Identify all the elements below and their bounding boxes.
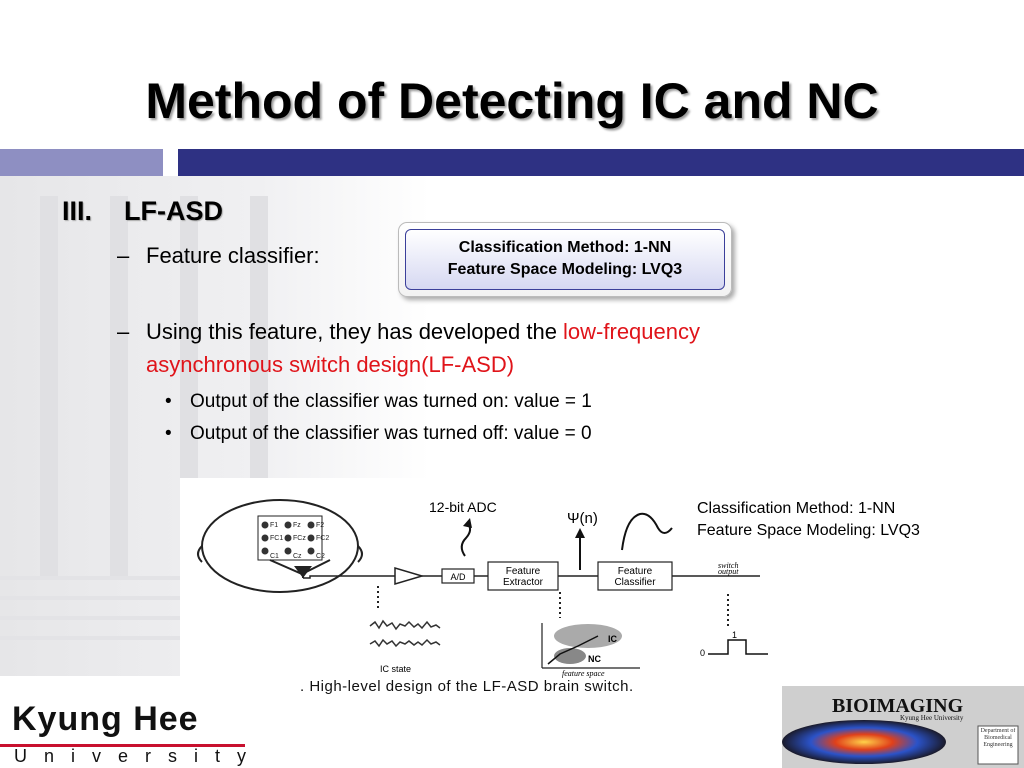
classification-annotation: Classification Method: 1-NN Feature Spac… <box>697 498 920 542</box>
electrode-dot <box>261 547 269 555</box>
switch-pulse <box>708 639 768 655</box>
bioimaging-disc <box>782 720 946 764</box>
feature-classifier-block <box>597 561 673 591</box>
slide-title: Method of Detecting IC and NC <box>145 73 879 129</box>
electrode-grid <box>257 515 323 561</box>
eeg-trace-top <box>369 619 441 631</box>
signal-line <box>303 575 395 579</box>
electrode-label: C1 <box>270 553 279 560</box>
electrode-dot <box>284 547 292 555</box>
electrode-dot <box>307 534 315 542</box>
ear-right <box>357 545 363 563</box>
psi-pointer-arrowhead <box>575 528 585 538</box>
ad-block-label: A/D <box>450 572 466 582</box>
classifier-waveform <box>621 512 673 551</box>
diagram-background <box>180 478 780 692</box>
title-accent-bar-left <box>0 149 163 176</box>
adc-annotation: 12-bit ADC <box>429 499 497 515</box>
bullet-lfasd-highlight-a: low-frequency <box>563 319 700 344</box>
classification-annotation-line1: Classification Method: 1-NN <box>697 500 896 517</box>
kyung-hee-logo-name: Kyung Hee <box>12 700 199 738</box>
electrode-dot <box>307 547 315 555</box>
bullet-lfasd-line1: Using this feature, they has developed t… <box>146 319 700 345</box>
electrode-label: C2 <box>316 553 325 560</box>
ear-left <box>197 545 203 563</box>
electrode-dot <box>284 534 292 542</box>
bioimaging-subtitle: Kyung Hee University <box>900 714 964 722</box>
feature-classifier-label-1: Feature <box>618 566 653 577</box>
electrode-label: Fz <box>293 522 301 529</box>
section-numeral: III. <box>62 196 93 226</box>
callout-line-1: Classification Method: 1-NN <box>458 239 672 256</box>
electrode-label: F2 <box>316 522 324 529</box>
feature-space-label: feature space <box>562 669 605 678</box>
wire-funnel <box>294 566 312 578</box>
bullet-lfasd-highlight-b: asynchronous switch design(LF-ASD) <box>146 352 515 377</box>
feature-extractor-label-2: Extractor <box>503 577 544 588</box>
nc-cluster <box>554 648 586 664</box>
lfasd-diagram: F1 Fz F2 FC1 FCz FC2 C1 Cz C2 A/D Featur… <box>180 478 780 692</box>
department-badge <box>977 725 1019 765</box>
dash-marker: – <box>117 243 130 268</box>
electrode-label: F1 <box>270 522 278 529</box>
sub-bullet-off: • Output of the classifier was turned off… <box>165 423 592 445</box>
amplifier-symbol <box>394 566 425 586</box>
callout-line-2: Feature Space Modeling: LVQ3 <box>447 261 683 278</box>
bioimaging-logo: BIOIMAGING Kyung Hee University Departme… <box>782 686 1024 768</box>
electrode-label: Cz <box>293 553 302 560</box>
feature-extractor-label-1: Feature <box>506 566 541 577</box>
classification-annotation-line2: Feature Space Modeling: LVQ3 <box>697 522 920 539</box>
electrode-dot <box>284 521 292 529</box>
sub-bullet-on: • Output of the classifier was turned on:… <box>165 391 592 413</box>
bioimaging-logo-graphic: BIOIMAGING Kyung Hee University Departme… <box>782 695 1019 765</box>
ic-cluster <box>554 624 622 648</box>
sub-bullet-text: Output of the classifier was turned off:… <box>190 423 592 444</box>
section-title: LF-ASD <box>124 196 223 226</box>
switch-output-label-1: switch <box>718 561 738 570</box>
section-heading: III. LF-ASD <box>62 196 223 227</box>
bullet-dot: • <box>165 391 172 412</box>
electrode-dot <box>261 534 269 542</box>
figure-caption: . High-level design of the LF-ASD brain … <box>300 678 634 695</box>
classifier-callout-box: Classification Method: 1-NN Feature Spac… <box>398 222 732 297</box>
sub-bullet-text: Output of the classifier was turned on: … <box>190 391 592 412</box>
callout-inner: Classification Method: 1-NN Feature Spac… <box>405 229 725 290</box>
title-accent-bar-right <box>178 149 1024 176</box>
electrode-dot <box>261 521 269 529</box>
electrode-label: FC2 <box>316 535 329 542</box>
electrode-label: FCz <box>293 535 306 542</box>
nc-label: NC <box>588 654 601 664</box>
electrode-dot <box>307 521 315 529</box>
feature-trajectory <box>547 635 599 665</box>
adc-pointer-arrowhead <box>463 518 472 528</box>
dash-marker: – <box>117 319 130 344</box>
ic-state-label: IC state <box>380 664 411 674</box>
eeg-trace-bottom <box>369 638 441 648</box>
bioimaging-wordmark: BIOIMAGING <box>832 695 964 717</box>
level-one-label: 1 <box>732 630 737 640</box>
electrode-label: FC1 <box>270 535 283 542</box>
switch-output-label-2: output <box>718 567 739 576</box>
feature-classifier-label-2: Classifier <box>614 577 656 588</box>
bullet-dot: • <box>165 423 172 444</box>
bullet-feature-classifier: Feature classifier: <box>146 243 320 268</box>
kyung-hee-logo-rule <box>0 744 245 747</box>
level-zero-label: 0 <box>700 648 705 658</box>
adc-pointer-curve <box>460 523 472 557</box>
kyung-hee-logo-subtitle: University <box>14 746 264 766</box>
bullet-lfasd-text: Using this feature, they has developed t… <box>146 319 564 344</box>
ic-label: IC <box>608 634 618 644</box>
psi-annotation: Ψ(n) <box>567 510 598 527</box>
department-badge-text: Department of Biomedical Engineering <box>980 728 1016 748</box>
